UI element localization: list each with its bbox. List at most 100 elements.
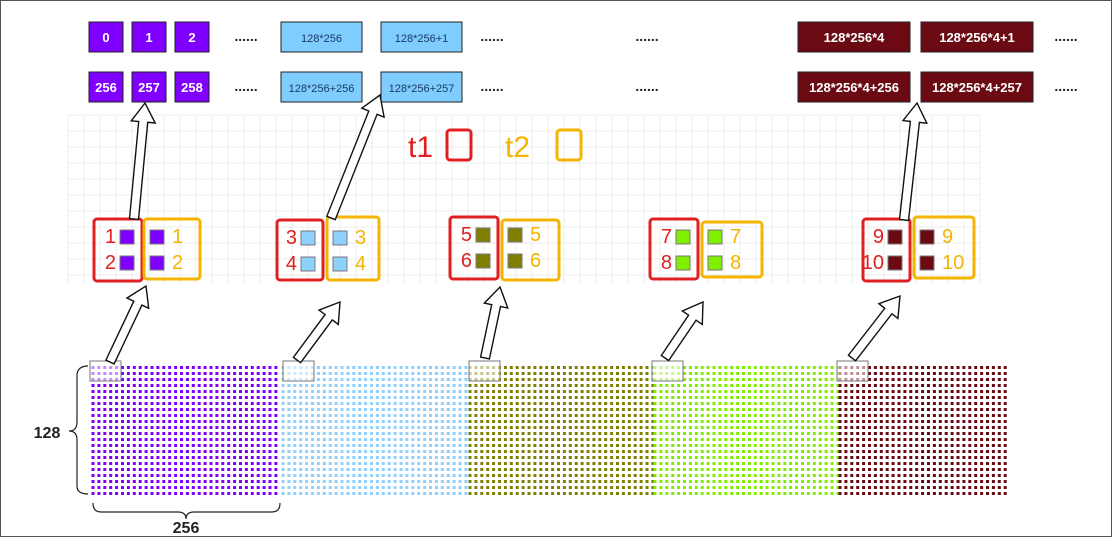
t2-box: [500, 218, 561, 282]
memory-cell: [131, 21, 167, 53]
ellipsis: ......: [1054, 28, 1077, 44]
element-square: [887, 229, 903, 245]
t2-element-label: 1: [172, 226, 183, 248]
ellipsis: ......: [635, 78, 658, 94]
t2-element-label: 8: [730, 252, 741, 274]
tile-highlight: [651, 360, 684, 382]
store-arrow: [325, 93, 386, 221]
ellipsis: ......: [635, 28, 658, 44]
t2-element-label: 2: [172, 252, 183, 274]
t1-element-label: 5: [461, 224, 472, 246]
legend-swatch: [445, 128, 473, 162]
t1-element-label: 8: [661, 252, 672, 274]
element-square: [119, 255, 135, 271]
memory-cell-label: 128*256*4: [824, 30, 885, 45]
load-arrow: [292, 300, 341, 364]
t1-element-label: 1: [105, 226, 116, 248]
element-square: [475, 253, 491, 269]
memory-cell-label: 2: [188, 30, 195, 45]
t2-element-label: 5: [530, 224, 541, 246]
memory-cell-label: 128*256+257: [389, 83, 455, 95]
memory-cell-label: 128*256+1: [395, 33, 449, 45]
memory-cell: [280, 71, 363, 103]
element-square: [475, 227, 491, 243]
element-square: [507, 253, 523, 269]
memory-cell-label: 128*256*4+1: [939, 30, 1015, 45]
element-square: [507, 227, 523, 243]
tile-highlight: [89, 360, 122, 382]
ellipsis: ......: [480, 28, 503, 44]
element-square: [332, 256, 348, 272]
cols-label: 256: [173, 520, 200, 537]
memory-cell: [174, 71, 210, 103]
memory-cell-label: 128*256+256: [289, 83, 355, 95]
load-arrow: [104, 284, 150, 365]
element-square: [675, 229, 691, 245]
memory-cell: [920, 71, 1034, 103]
tile-highlight: [468, 360, 501, 382]
memory-cell-label: 257: [138, 80, 160, 95]
memory-cell-label: 128*256*4+256: [809, 80, 899, 95]
memory-cell-label: 256: [95, 80, 117, 95]
ellipsis: ......: [234, 78, 257, 94]
t1-box: [448, 215, 500, 281]
element-square: [919, 255, 935, 271]
thread-legend: t1 t2: [408, 128, 583, 164]
element-square: [919, 229, 935, 245]
ellipsis: ......: [480, 78, 503, 94]
element-square: [887, 255, 903, 271]
memory-cell-label: 258: [181, 80, 203, 95]
t1-box: [861, 217, 912, 283]
element-square: [119, 229, 135, 245]
memory-cell: [88, 21, 124, 53]
load-arrow: [660, 300, 704, 362]
legend-swatch: [555, 128, 583, 162]
memory-cell: [920, 21, 1034, 53]
t1-box: [648, 217, 700, 281]
arrows: [104, 93, 928, 365]
element-square: [707, 229, 723, 245]
store-arrow: [898, 101, 928, 222]
t2-box: [700, 220, 764, 279]
load-arrow: [847, 294, 901, 362]
t1-box: [92, 217, 144, 283]
rows-brace: [68, 365, 89, 495]
legend-label: t2: [505, 131, 530, 164]
memory-cell: [280, 21, 363, 53]
load-arrow: [479, 285, 509, 360]
memory-cell-label: 128*256: [301, 33, 342, 45]
t1-element-label: 9: [873, 226, 884, 248]
t2-box: [325, 215, 381, 282]
t2-box: [912, 215, 976, 280]
tile-highlight: [836, 360, 869, 382]
element-square: [300, 256, 316, 272]
memory-cell-label: 128*256*4+257: [932, 80, 1022, 95]
t2-element-label: 6: [530, 250, 541, 272]
legend-label: t1: [408, 131, 433, 164]
element-square: [332, 230, 348, 246]
t1-element-label: 7: [661, 226, 672, 248]
t1-element-label: 4: [286, 253, 297, 275]
memory-cell-label: 1: [145, 30, 152, 45]
t2-element-label: 3: [355, 227, 366, 249]
store-arrow: [128, 101, 157, 221]
element-square: [149, 255, 165, 271]
ellipsis: ......: [234, 28, 257, 44]
t2-box: [142, 217, 202, 281]
memory-cell: [797, 71, 911, 103]
memory-cell: [380, 21, 463, 53]
t2-element-label: 7: [730, 226, 741, 248]
t1-element-label: 3: [286, 227, 297, 249]
memory-cell: [131, 71, 167, 103]
t2-element-label: 9: [942, 226, 953, 248]
ellipsis: ......: [1054, 78, 1077, 94]
element-square: [675, 255, 691, 271]
cols-brace: [92, 502, 281, 520]
memory-cell-label: 0: [102, 30, 109, 45]
memory-cell: [174, 21, 210, 53]
t2-element-label: 10: [942, 252, 964, 274]
t2-element-label: 4: [355, 253, 366, 275]
